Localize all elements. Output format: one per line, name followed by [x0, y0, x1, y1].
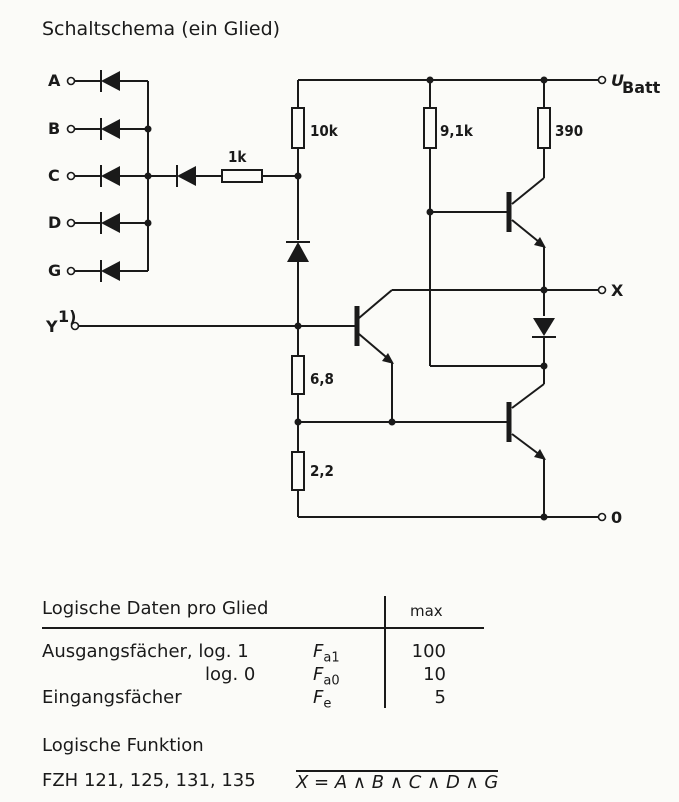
input-y-and-transistor-1: Y 1) X — [45, 281, 624, 426]
diagram-title: Schaltschema (ein Glied) — [42, 18, 281, 40]
series-diode-and-resistor: 1k — [148, 148, 298, 187]
table-rule — [42, 627, 484, 629]
table-row-label: Eingangsfächer — [42, 687, 182, 708]
input-label-g: G — [48, 261, 61, 280]
table-row-value: 5 — [434, 687, 446, 708]
table-row-value: 100 — [411, 641, 446, 662]
table-row-symbol: Fe — [313, 687, 332, 712]
diode-row-d — [66, 212, 148, 234]
input-diode-bank: A B C D G — [48, 70, 152, 282]
output-label-ground: 0 — [611, 508, 622, 527]
resistor-9k1-label: 9,1k — [440, 122, 474, 140]
supply-label: U — [611, 71, 624, 90]
supply-rail: U Batt — [298, 71, 661, 97]
diode-row-b — [66, 118, 148, 140]
input-label-a: A — [48, 71, 61, 90]
input-label-y: Y — [45, 317, 58, 336]
logic-expression: X = A ∧ B ∧ C ∧ D ∧ G — [296, 770, 499, 793]
part-numbers: FZH 121, 125, 131, 135 — [42, 770, 256, 791]
supply-sub-label: Batt — [622, 78, 661, 97]
resistor-2k2-label: 2,2 — [310, 462, 334, 480]
input-y-footnote: 1) — [58, 307, 76, 326]
input-label-d: D — [48, 213, 61, 232]
table-column-max: max — [410, 602, 443, 620]
input-label-b: B — [48, 119, 60, 138]
table-row-symbol: Fa0 — [313, 664, 340, 689]
diode-row-g — [66, 260, 148, 282]
resistor-10k-label: 10k — [310, 122, 339, 140]
table-heading: Logische Daten pro Glied — [42, 598, 269, 619]
diode-row-a — [66, 70, 148, 92]
ground-rail: 0 — [298, 508, 622, 527]
function-heading: Logische Funktion — [42, 735, 204, 756]
diode-row-c — [66, 165, 148, 187]
table-row-label: log. 0 — [205, 664, 256, 685]
output-stage: 390 — [298, 80, 583, 517]
resistor-6k8-label: 6,8 — [310, 370, 334, 388]
table-row-value: 10 — [423, 664, 446, 685]
output-label-x: X — [611, 281, 624, 300]
resistor-390-label: 390 — [555, 122, 583, 140]
table-row-label: Ausgangsfächer, log. 1 — [42, 641, 249, 662]
table-divider — [384, 596, 386, 708]
resistor-1k-label: 1k — [228, 148, 247, 166]
circuit-schematic: A B C D G — [45, 70, 661, 527]
middle-branch: 9,1k — [423, 80, 548, 370]
table-row-symbol: Fa1 — [313, 641, 340, 666]
left-branch: 10k 6,8 2,2 — [286, 80, 339, 517]
input-label-c: C — [48, 166, 60, 185]
